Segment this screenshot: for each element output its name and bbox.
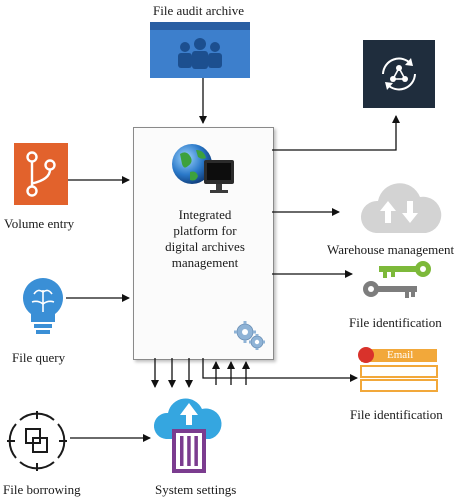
borrowing-label: File borrowing (3, 482, 81, 497)
arrow-platform-to-email (202, 358, 358, 382)
email-label: File identification (350, 407, 443, 422)
platform-title: Integrated platform for digital archives… (140, 207, 270, 271)
cycle-share-icon (363, 40, 435, 108)
keys-icon (363, 261, 431, 298)
keys-label: File identification (349, 315, 442, 330)
branch-icon (14, 143, 68, 205)
email-form-icon (358, 347, 438, 392)
platform-title-line-1: Integrated (178, 207, 232, 222)
cloud-transfer-icon (360, 183, 442, 233)
gears-icon (234, 321, 265, 350)
query-label: File query (12, 350, 66, 365)
lightbulb-brain-icon (23, 278, 64, 334)
settings-label: System settings (155, 482, 237, 497)
platform-title-line-3: digital archives (165, 239, 245, 254)
warehouse-label: Warehouse management (327, 242, 455, 257)
audit-label: File audit archive (153, 3, 244, 18)
arrow-platform-to-cycle (272, 115, 400, 151)
platform-title-line-4: management (171, 255, 239, 270)
volume-label: Volume entry (4, 216, 75, 231)
platform-title-line-2: platform for (173, 223, 237, 238)
people-group-icon (150, 22, 250, 78)
email-button-text: Email (387, 349, 414, 361)
cloud-upload-box-icon (153, 398, 222, 473)
fragment-target-icon (7, 411, 67, 471)
globe-computer-icon (172, 144, 234, 193)
